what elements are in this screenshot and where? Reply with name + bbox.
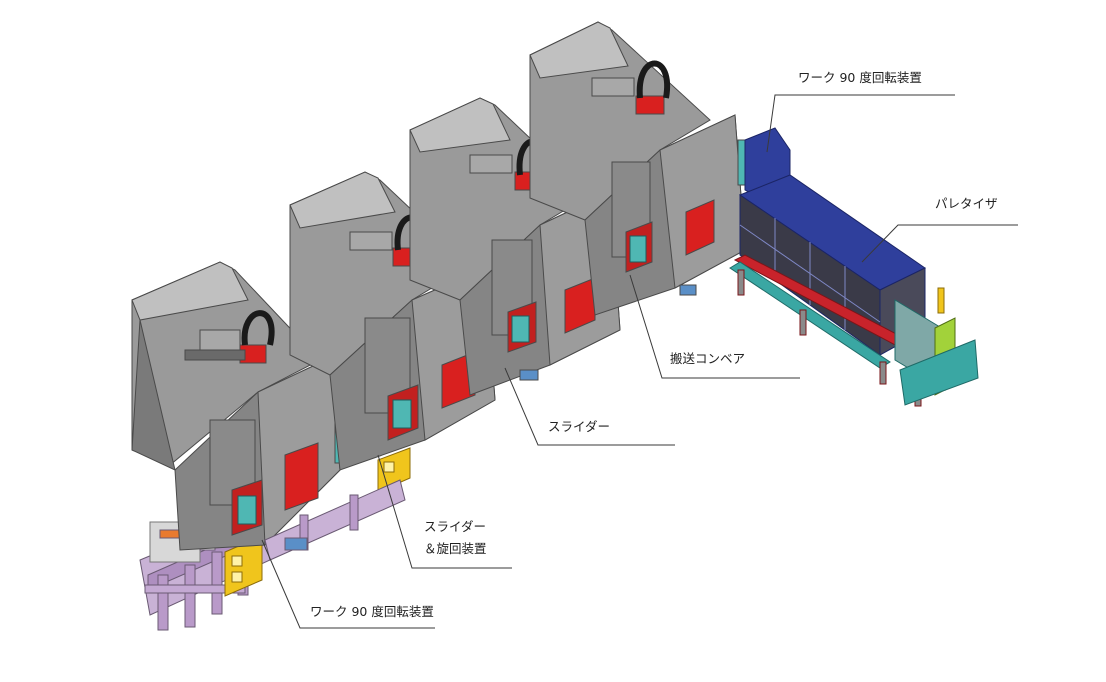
label-conveyor: 搬送コンベア <box>670 351 746 366</box>
lower-lilac-base <box>264 479 406 561</box>
label-work-rotator-bottom: ワーク 90 度回転装置 <box>310 604 434 619</box>
machining-center-4 <box>529 21 747 316</box>
machining-center-1 <box>131 261 346 551</box>
label-palletizer: パレタイザ <box>935 196 998 211</box>
pallet-station <box>894 287 979 406</box>
label-work-rotator-top: ワーク 90 度回転装置 <box>798 70 922 85</box>
machining-center-3 <box>409 97 624 396</box>
label-slider: スライダー <box>548 419 611 434</box>
leader-lines <box>261 94 1018 629</box>
label-slider-rotator-line2: ＆旋回装置 <box>424 541 487 556</box>
label-slider-rotator-line1: スライダー <box>424 519 487 534</box>
